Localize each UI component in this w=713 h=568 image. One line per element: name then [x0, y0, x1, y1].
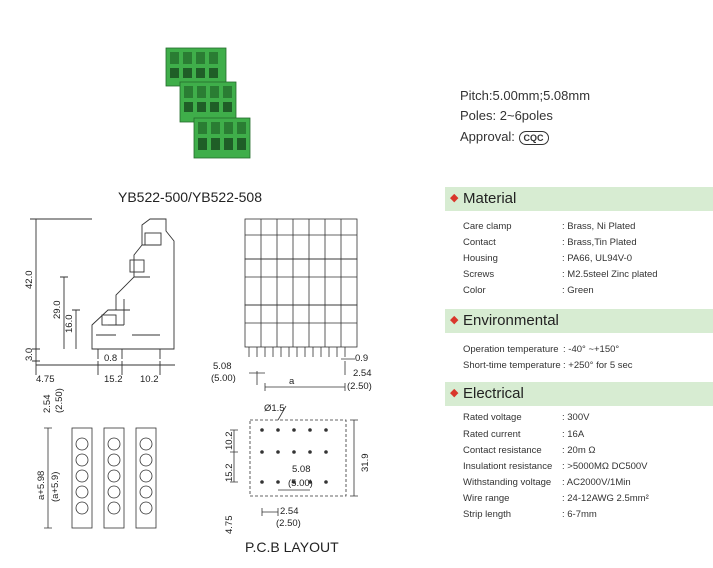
cqc-mark-icon: CQC: [518, 131, 549, 145]
material-row: Screws: M2.5steel Zinc plated: [463, 269, 658, 280]
approval-label: Approval:: [460, 129, 515, 144]
electrical-row: Insulationt resistance: >5000MΩ DC500V: [463, 461, 648, 472]
dim-31-9: 31.9: [360, 454, 371, 473]
dim-2-54: 2.54: [42, 395, 53, 414]
dim-4-75: 4.75: [36, 374, 55, 385]
electrical-row: Wire range: 24-12AWG 2.5mm²: [463, 493, 649, 504]
poles-text: Poles: 2~6poles: [460, 108, 553, 123]
dim-2-54: 2.54: [280, 506, 299, 517]
pitch-text: Pitch:5.00mm;5.08mm: [460, 88, 591, 103]
bullet-icon: ◆: [450, 192, 459, 204]
section-title: Electrical: [463, 385, 524, 402]
material-header: ◆ Material: [445, 187, 713, 211]
dim-15-2: 15.2: [224, 464, 235, 483]
dim-3: 3.0: [24, 348, 35, 361]
bottom-view-drawing: a+5.98 (a+5.9): [36, 427, 157, 529]
pcb-layout-drawing: Ø1.5 10.2 15.2 31.9 5.08 (5.00) 2.54 (2.…: [224, 403, 371, 535]
electrical-row: Rated voltage: 300V: [463, 412, 590, 423]
electrical-header: ◆ Electrical: [445, 382, 713, 406]
model-title: YB522-500/YB522-508: [118, 189, 262, 205]
dim-2-54: 2.54: [353, 368, 372, 379]
electrical-row: Rated current: 16A: [463, 429, 585, 440]
electrical-row: Strip length: 6-7mm: [463, 509, 597, 520]
dim-2-50: (2.50): [276, 518, 301, 529]
dim-2-50: (2.50): [54, 388, 65, 413]
section-title: Material: [463, 190, 517, 207]
pcb-layout-label: P.C.B LAYOUT: [245, 539, 339, 555]
dim-29: 29.0: [52, 301, 63, 320]
dim-42: 42.0: [24, 271, 35, 290]
dim-a: a: [289, 376, 295, 387]
material-row: Contact: Brass,Tin Plated: [463, 237, 637, 248]
dim-0-9: 0.9: [355, 353, 368, 364]
environmental-header: ◆ Environmental: [445, 309, 713, 333]
dim-hole: Ø1.5: [264, 403, 285, 414]
dim-5-00: (5.00): [211, 373, 236, 384]
environmental-row: Operation temperature: -40° ~+150°: [463, 344, 620, 355]
dim-5-08: 5.08: [213, 361, 232, 372]
front-view-drawing: 5.08 (5.00) a 0.9 2.54 (2.50): [211, 218, 372, 392]
section-title: Environmental: [463, 312, 559, 329]
dim-a-5-9: (a+5.9): [50, 472, 61, 502]
dim-10-2: 10.2: [224, 432, 235, 451]
dim-15-2: 15.2: [104, 374, 123, 385]
bullet-icon: ◆: [450, 314, 459, 326]
dim-16: 16.0: [64, 315, 75, 334]
dim-2-50: (2.50): [347, 381, 372, 392]
dim-a-5-98: a+5.98: [36, 471, 47, 500]
environmental-row: Short-time temperature: +250° for 5 sec: [463, 360, 633, 371]
dim-4-75: 4.75: [224, 516, 235, 535]
side-view-drawing: 42.0 29.0 16.0 3.0 0.8 4.75 15.2 10.2 2.…: [24, 218, 175, 414]
dim-10-2: 10.2: [140, 374, 159, 385]
dim-5-08: 5.08: [292, 464, 311, 475]
dim-0-8: 0.8: [104, 353, 117, 364]
product-photo: [165, 47, 251, 159]
material-row: Color: Green: [463, 285, 594, 296]
bullet-icon: ◆: [450, 387, 459, 399]
electrical-row: Contact resistance: 20m Ω: [463, 445, 596, 456]
material-row: Housing: PA66, UL94V-0: [463, 253, 633, 264]
material-row: Care clamp: Brass, Ni Plated: [463, 221, 636, 232]
dim-5-00: (5.00): [288, 478, 313, 489]
approval-text: Approval: CQC: [460, 129, 549, 145]
electrical-row: Withstanding voltage: AC2000V/1Min: [463, 477, 631, 488]
